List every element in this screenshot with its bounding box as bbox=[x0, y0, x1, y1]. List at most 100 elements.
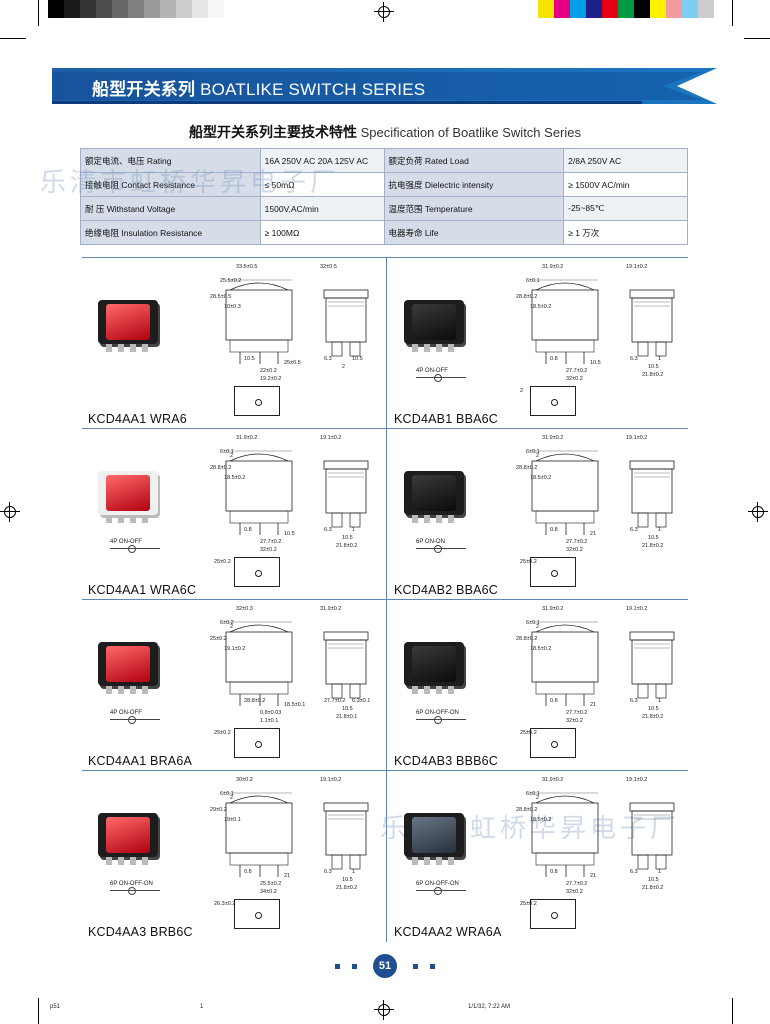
dimension-label: 21 bbox=[590, 531, 597, 537]
spec-title: 船型开关系列主要技术特性 Specification of Boatlike S… bbox=[0, 122, 770, 142]
trim-mark bbox=[744, 38, 770, 39]
model-number: KCD4AB2 BBA6C bbox=[394, 583, 499, 597]
dimension-label: 2 bbox=[536, 795, 540, 801]
dimension-label: 0.8 bbox=[550, 356, 558, 362]
dimension-label: 10.5 bbox=[648, 877, 659, 883]
section-banner: 船型开关系列 BOATLIKE SWITCH SERIES bbox=[52, 68, 717, 104]
dimension-label: 6±0.2 bbox=[220, 620, 234, 626]
dimension-label: 27.7±0.2 bbox=[566, 368, 588, 374]
switch-symbol-icon bbox=[110, 887, 160, 902]
spec-value: 16A 250V AC 20A 125V AC bbox=[259, 148, 385, 173]
spec-value: 1500V,AC/min bbox=[259, 196, 385, 221]
panel-cutout-drawing bbox=[234, 728, 280, 758]
side-view-drawing bbox=[323, 631, 369, 699]
dimension-label: 2 bbox=[520, 388, 524, 394]
dimension-label: 28.5±0.5 bbox=[210, 294, 232, 300]
spec-value: ≥ 1 万次 bbox=[563, 220, 688, 245]
spec-key: 抗电强度 Dielectric intensity bbox=[383, 172, 565, 197]
circuit-diagram: 4P ON-OFF bbox=[110, 710, 160, 731]
circuit-label: 6P ON-OFF-ON bbox=[110, 881, 153, 887]
dimension-label: 0.8±0.03 bbox=[260, 710, 282, 716]
panel-cutout-drawing bbox=[234, 386, 280, 416]
dimension-label: 19.1±0.2 bbox=[626, 435, 648, 441]
trim-mark bbox=[38, 998, 39, 1024]
side-view-drawing bbox=[323, 460, 369, 528]
dimension-label: 25±0.2 bbox=[210, 636, 227, 642]
dimension-label: 32±0.5 bbox=[320, 264, 337, 270]
dimension-label: 1 bbox=[658, 698, 662, 704]
dimension-label: 1 bbox=[352, 869, 356, 875]
dimension-label: 21.8±0.2 bbox=[642, 543, 664, 549]
dimension-label: 6.3 bbox=[324, 356, 332, 362]
dimension-label: 28.8±0.2 bbox=[516, 465, 538, 471]
front-view-drawing bbox=[225, 621, 293, 706]
watermark: 乐清市虹桥华昇电子厂 bbox=[40, 167, 341, 197]
dimension-label: 21 bbox=[590, 702, 597, 708]
model-number: KCD4AA3 BRB6C bbox=[88, 925, 193, 939]
dimension-label: 18.5±0.2 bbox=[224, 475, 246, 481]
model-number: KCD4AA2 WRA6A bbox=[394, 925, 502, 939]
dimension-label: 28.8±0.2 bbox=[516, 807, 538, 813]
spec-key: 温度范围 Temperature bbox=[383, 196, 565, 221]
dimension-label: 2 bbox=[536, 624, 540, 630]
circuit-diagram: 6P ON-OFF-ON bbox=[110, 881, 160, 902]
circuit-label: 6P ON-OFF-ON bbox=[416, 881, 459, 887]
dimension-label: 6.3 bbox=[630, 527, 638, 533]
grid-divider bbox=[82, 770, 688, 771]
dimension-label: 10.5 bbox=[342, 706, 353, 712]
dimension-label: 25±0.2 bbox=[214, 730, 231, 736]
dimension-label: 28.8±0.2 bbox=[210, 465, 232, 471]
dimension-label: 19.1±0.2 bbox=[320, 777, 342, 783]
footer-left: p51 bbox=[50, 1004, 61, 1010]
dimension-label: 32±0.2 bbox=[566, 718, 583, 724]
switch-symbol-icon bbox=[416, 887, 466, 902]
spec-value: 2/8A 250V AC bbox=[563, 148, 688, 173]
dimension-label: 6±0.1 bbox=[220, 791, 234, 797]
grid-divider bbox=[386, 257, 387, 942]
model-number: KCD4AA1 WRA6C bbox=[88, 583, 197, 597]
dimension-label: 2 bbox=[536, 453, 540, 459]
spec-key: 额定负荷 Rated Load bbox=[383, 148, 565, 173]
front-view-drawing bbox=[531, 450, 599, 535]
circuit-diagram: 4P ON-OFF bbox=[110, 539, 160, 560]
spec-key: 电器寿命 Life bbox=[383, 220, 565, 245]
side-view-drawing bbox=[629, 802, 675, 870]
front-view-drawing bbox=[225, 279, 293, 364]
dimension-label: 26.3±0.2 bbox=[214, 901, 236, 907]
dimension-label: 25±0.2 bbox=[520, 901, 537, 907]
dimension-label: 29±0.2 bbox=[210, 807, 227, 813]
switch-photo bbox=[398, 803, 468, 865]
switch-symbol-icon bbox=[416, 545, 466, 560]
dimension-label: 19.1±0.2 bbox=[626, 264, 648, 270]
switch-symbol-icon bbox=[110, 545, 160, 560]
dimension-label: 1.1±0.1 bbox=[260, 718, 279, 724]
dimension-label: 1 bbox=[352, 527, 356, 533]
banner-title: 船型开关系列 BOATLIKE SWITCH SERIES bbox=[92, 75, 425, 100]
dimension-label: 21.8±0.1 bbox=[336, 714, 358, 720]
registration-bar-color bbox=[538, 0, 714, 18]
side-view-drawing bbox=[629, 289, 675, 357]
panel-cutout-drawing bbox=[530, 899, 576, 929]
footer-right: 1/1/32, 7:22 AM bbox=[468, 1004, 511, 1010]
trim-mark bbox=[38, 0, 39, 26]
dimension-label: 18.5±0.2 bbox=[530, 817, 552, 823]
model-number: KCD4AA1 WRA6 bbox=[88, 412, 187, 426]
dimension-label: 28.8±0.2 bbox=[244, 698, 266, 704]
dimension-label: 10.5 bbox=[648, 364, 659, 370]
dimension-label: 27.7±0.2 bbox=[260, 539, 282, 545]
dimension-label: 6±0.1 bbox=[526, 278, 540, 284]
panel-cutout-drawing bbox=[234, 899, 280, 929]
dimension-label: 21 bbox=[590, 873, 597, 879]
registration-crosshair-icon bbox=[0, 502, 20, 522]
dimension-label: 22±0.2 bbox=[260, 368, 277, 374]
dimension-label: 2 bbox=[342, 364, 346, 370]
front-view-drawing bbox=[225, 792, 293, 877]
front-view-drawing bbox=[225, 450, 293, 535]
